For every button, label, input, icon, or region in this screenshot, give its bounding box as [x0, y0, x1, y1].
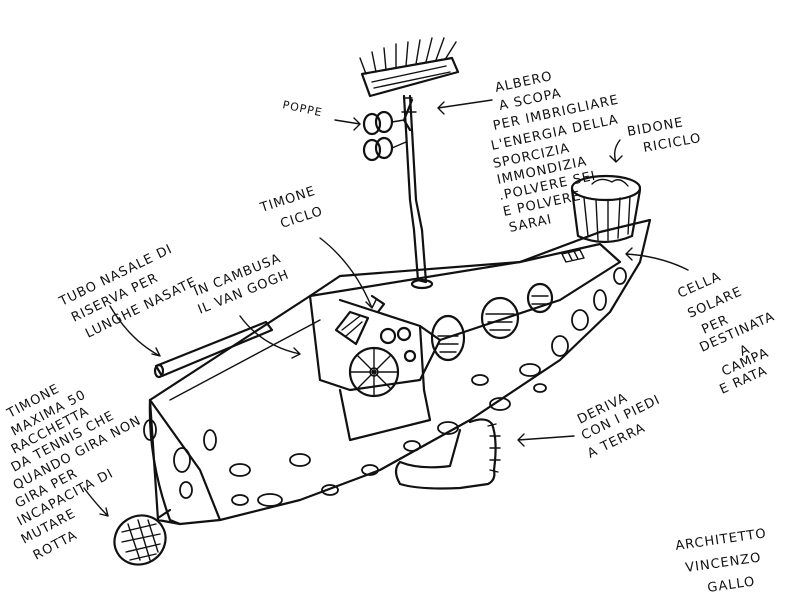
tennis-racket-rudder	[113, 508, 172, 566]
label-deriva: DERIVA CON I PIEDI A TERRA	[575, 390, 663, 461]
svg-text:GALLO: GALLO	[706, 574, 756, 596]
svg-text:VINCENZO: VINCENZO	[684, 550, 762, 576]
svg-text:ARCHITETTO: ARCHITETTO	[674, 526, 767, 554]
poppe-bollards	[362, 110, 407, 162]
label-tubo: TUBO NASALE DI RISERVA PER LUNGHE NASATE	[56, 242, 199, 342]
label-timone-maxima: TIMONE MAXIMA 50 RACCHETTA DA TENNIS CHE…	[4, 381, 144, 563]
label-timone-ciclo: TIMONE CICLO	[258, 184, 325, 232]
label-architetto: ARCHITETTO VINCENZO GALLO	[674, 526, 767, 596]
svg-text:POPPE: POPPE	[281, 98, 323, 119]
label-cella: CELLA SOLARE PER DESTINATA A CAMPA E RAT…	[676, 269, 778, 397]
label-bidone: BIDONE RICICLO	[626, 115, 703, 156]
recycle-bin	[570, 174, 642, 244]
label-poppe: POPPE	[281, 98, 323, 119]
label-albero: ALBERO A SCOPA PER IMBRIGLIARE L'ENERGIA…	[490, 69, 621, 236]
leader-arrows	[83, 99, 689, 517]
label-cambusa: IN CAMBUSA IL VAN GOGH	[192, 251, 292, 318]
broom-mast	[359, 37, 460, 290]
boat-hull	[143, 218, 652, 526]
